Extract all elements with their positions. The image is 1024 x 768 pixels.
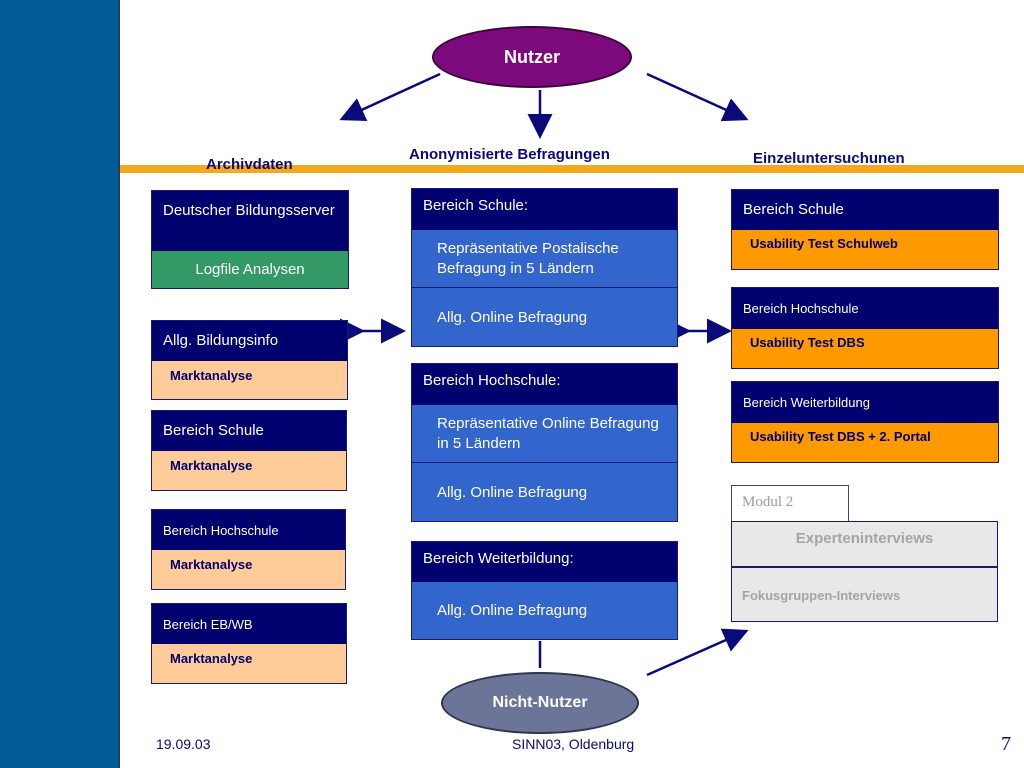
column-title-einzel: Einzeluntersuchunen <box>753 150 905 167</box>
right-weiterbildung-sub: Usability Test DBS + 2. Portal <box>732 423 998 462</box>
right-schule-card: Bereich Schule Usability Test Schulweb <box>731 189 999 270</box>
right-hochschule-card: Bereich Hochschule Usability Test DBS <box>731 287 999 369</box>
center-weiterbildung-item1-label: Allg. Online Befragung <box>437 602 588 619</box>
right-hochschule-header: Bereich Hochschule <box>732 288 998 329</box>
page-number: 7 <box>1001 733 1011 755</box>
bildungsinfo-title: Allg. Bildungsinfo <box>163 332 279 349</box>
center-schule-title: Bereich Schule: <box>423 197 529 214</box>
dbs-sub: Logfile Analysen <box>152 251 348 288</box>
left-schule-sub-label: Marktanalyse <box>170 458 253 473</box>
center-schule-header: Bereich Schule: <box>412 189 677 230</box>
bildungsinfo-card: Allg. Bildungsinfo Marktanalyse <box>151 320 348 400</box>
center-hochschule-item2-label: Allg. Online Befragung <box>437 484 588 501</box>
left-hochschule-card: Bereich Hochschule Marktanalyse <box>151 509 346 590</box>
left-schule-header: Bereich Schule <box>152 411 346 451</box>
experteninterviews-box: Experteninterviews <box>731 521 998 567</box>
center-hochschule-title: Bereich Hochschule: <box>423 372 561 389</box>
column-title-befragungen: Anonymisierte Befragungen <box>409 146 610 163</box>
center-weiterbildung-header: Bereich Weiterbildung: <box>412 542 677 582</box>
center-schule-card: Bereich Schule: Repräsentative Postalisc… <box>411 188 678 347</box>
orange-divider <box>120 165 1024 173</box>
sidebar-band <box>0 0 120 768</box>
right-schule-sub-label: Usability Test Schulweb <box>750 236 898 251</box>
nutzer-ellipse: Nutzer <box>432 26 632 88</box>
arrow-to-einzel <box>646 72 749 122</box>
right-hochschule-sub: Usability Test DBS <box>732 329 998 368</box>
center-hochschule-card: Bereich Hochschule: Repräsentative Onlin… <box>411 363 678 522</box>
left-ebwb-title: Bereich EB/WB <box>163 617 253 632</box>
center-weiterbildung-title: Bereich Weiterbildung: <box>423 550 574 567</box>
bildungsinfo-sub: Marktanalyse <box>152 361 347 399</box>
center-schule-item2: Allg. Online Befragung <box>412 288 677 346</box>
right-schule-header: Bereich Schule <box>732 190 998 230</box>
nicht-nutzer-ellipse: Nicht-Nutzer <box>441 672 639 734</box>
center-schule-item1-label: Repräsentative Postalische Befragung in … <box>437 240 619 277</box>
right-weiterbildung-card: Bereich Weiterbildung Usability Test DBS… <box>731 381 999 463</box>
footer-event: SINN03, Oldenburg <box>512 736 635 752</box>
bildungsinfo-sub-label: Marktanalyse <box>170 368 253 383</box>
left-schule-sub: Marktanalyse <box>152 451 346 490</box>
modul2-tab: Modul 2 <box>731 485 849 522</box>
left-ebwb-card: Bereich EB/WB Marktanalyse <box>151 603 347 684</box>
fokusgruppen-label: Fokusgruppen-Interviews <box>742 588 901 603</box>
fokusgruppen-box: Fokusgruppen-Interviews <box>731 567 998 622</box>
right-hochschule-sub-label: Usability Test DBS <box>750 335 865 350</box>
left-hochschule-sub: Marktanalyse <box>152 550 345 589</box>
right-hochschule-title: Bereich Hochschule <box>743 301 859 316</box>
modul2-label: Modul 2 <box>742 494 794 510</box>
dbs-card: Deutscher Bildungsserver Logfile Analyse… <box>151 190 349 289</box>
center-hochschule-header: Bereich Hochschule: <box>412 364 677 405</box>
right-schule-title: Bereich Schule <box>743 201 844 218</box>
arrow-to-archiv <box>339 72 441 122</box>
dbs-sub-label: Logfile Analysen <box>195 261 305 278</box>
nicht-nutzer-label: Nicht-Nutzer <box>492 694 588 711</box>
left-ebwb-sub: Marktanalyse <box>152 644 346 683</box>
left-ebwb-header: Bereich EB/WB <box>152 604 346 644</box>
center-weiterbildung-card: Bereich Weiterbildung: Allg. Online Befr… <box>411 541 678 640</box>
center-hochschule-item1: Repräsentative Online Befragung in 5 Län… <box>412 405 677 463</box>
nutzer-label: Nutzer <box>503 46 560 67</box>
footer-date: 19.09.03 <box>156 736 211 752</box>
center-schule-item2-label: Allg. Online Befragung <box>437 309 588 326</box>
right-weiterbildung-title: Bereich Weiterbildung <box>743 395 870 410</box>
left-ebwb-sub-label: Marktanalyse <box>170 651 253 666</box>
column-title-archivdaten: Archivdaten <box>206 156 293 173</box>
dbs-title: Deutscher Bildungsserver <box>163 202 335 219</box>
left-schule-card: Bereich Schule Marktanalyse <box>151 410 347 491</box>
left-hochschule-sub-label: Marktanalyse <box>170 557 253 572</box>
experteninterviews-label: Experteninterviews <box>795 530 934 547</box>
center-schule-item1: Repräsentative Postalische Befragung in … <box>412 230 677 288</box>
right-schule-sub: Usability Test Schulweb <box>732 230 998 269</box>
dbs-header: Deutscher Bildungsserver <box>152 191 348 251</box>
center-weiterbildung-item1: Allg. Online Befragung <box>412 582 677 639</box>
left-schule-title: Bereich Schule <box>163 422 264 439</box>
center-hochschule-item2: Allg. Online Befragung <box>412 463 677 521</box>
left-hochschule-title: Bereich Hochschule <box>163 523 279 538</box>
right-weiterbildung-sub-label: Usability Test DBS + 2. Portal <box>750 429 931 444</box>
bildungsinfo-header: Allg. Bildungsinfo <box>152 321 347 361</box>
center-hochschule-item1-label: Repräsentative Online Befragung in 5 Län… <box>437 415 659 452</box>
left-hochschule-header: Bereich Hochschule <box>152 510 345 550</box>
right-weiterbildung-header: Bereich Weiterbildung <box>732 382 998 423</box>
